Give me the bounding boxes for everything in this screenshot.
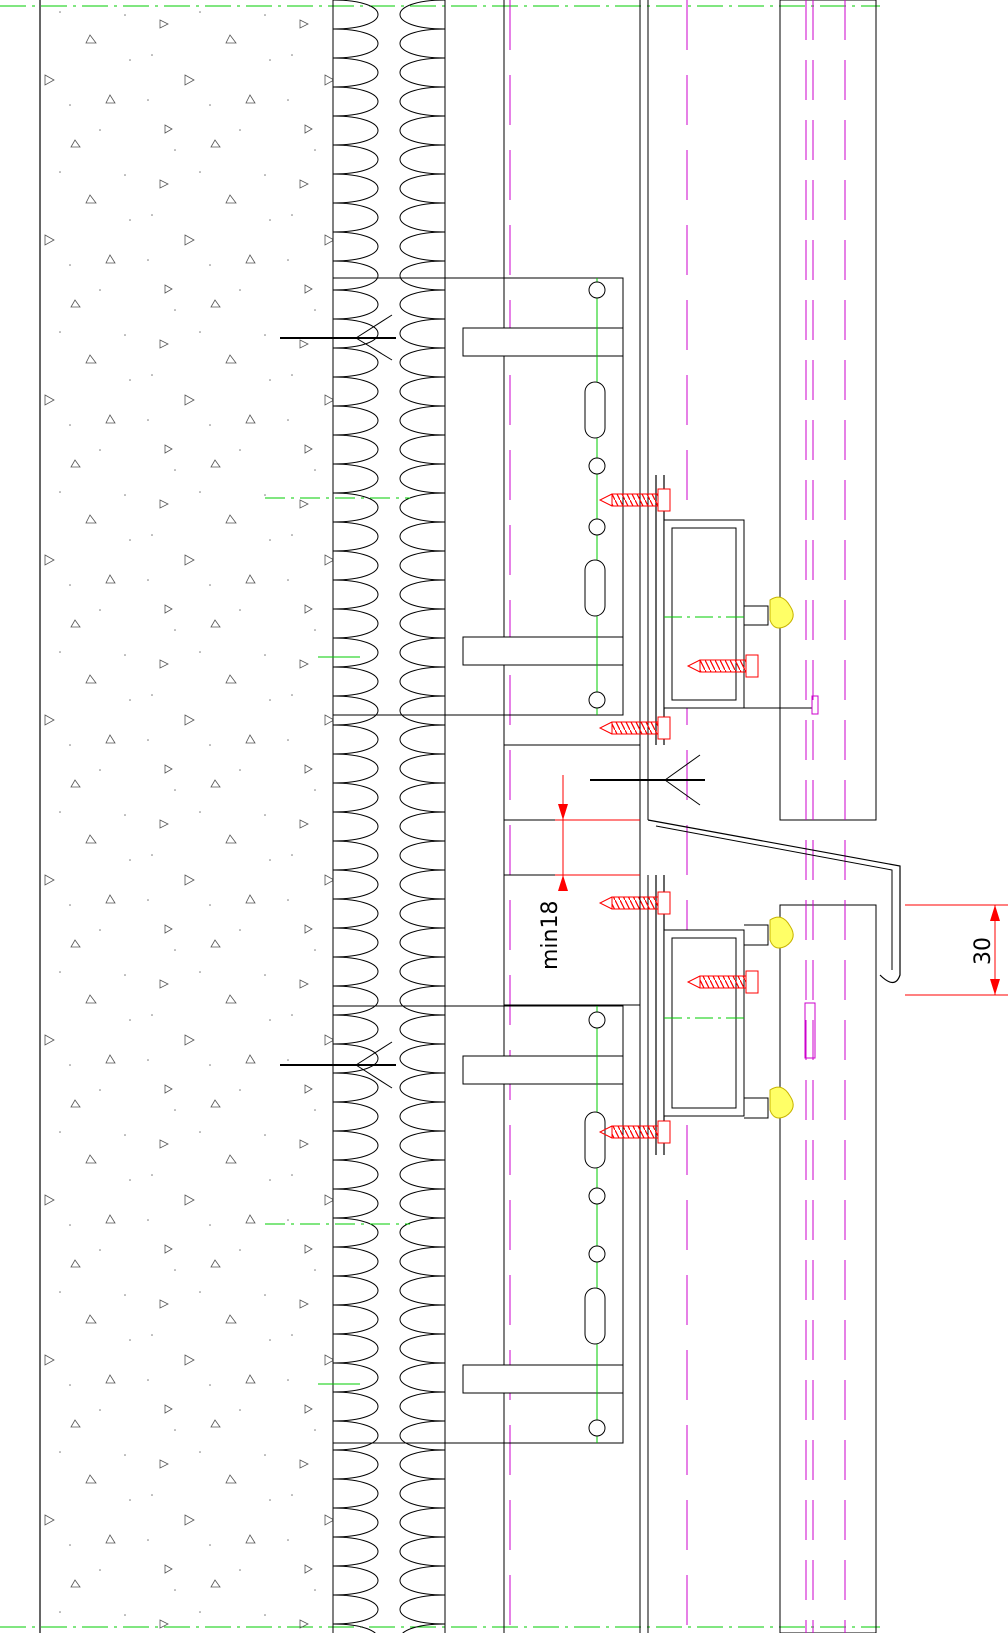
concrete-wall [40, 0, 333, 1633]
joint-filler-lower [503, 874, 641, 1006]
lower-panel [779, 904, 877, 1633]
lower-bracket [265, 1005, 624, 1444]
upper-carrier-profile [655, 475, 819, 745]
dimension-gap: min18 [538, 775, 640, 970]
insulation-layer [333, 0, 445, 1633]
screw-2 [686, 654, 759, 678]
dimension-offset-label: 30 [971, 937, 996, 965]
screw-5 [686, 970, 759, 994]
screws [598, 488, 759, 1144]
upper-panel [779, 0, 877, 821]
joint-filler [503, 744, 641, 821]
screw-4 [598, 891, 671, 915]
lower-carrier-profile [655, 875, 816, 1155]
dimension-gap-label: min18 [538, 901, 563, 970]
drip-flashing [590, 754, 901, 984]
dimension-offset: 30 [905, 904, 1008, 996]
screw-6 [598, 1120, 671, 1144]
upper-bracket [265, 277, 624, 716]
screw-3 [598, 716, 671, 740]
screw-1 [598, 488, 671, 512]
